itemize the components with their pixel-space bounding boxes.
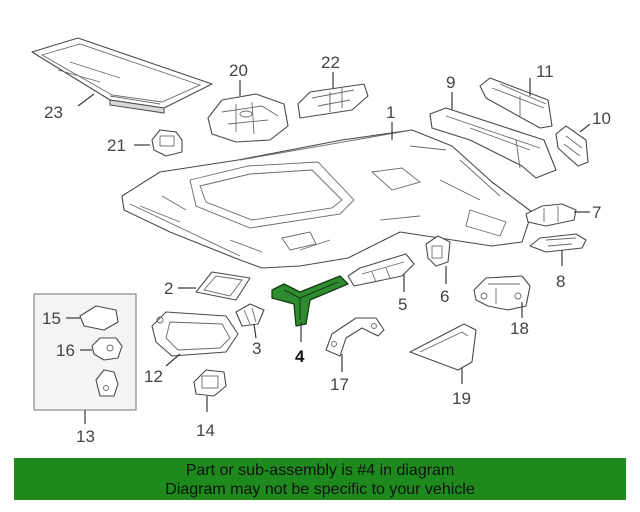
callout-19: 19 <box>452 389 471 408</box>
banner-line-2: Diagram may not be specific to your vehi… <box>165 481 475 498</box>
callout-2: 2 <box>164 279 173 298</box>
callout-8: 8 <box>556 272 565 291</box>
callout-9: 9 <box>446 73 455 92</box>
part-15-cover <box>79 305 119 331</box>
part-1-headliner <box>121 129 533 269</box>
part-12-visor <box>151 311 239 357</box>
leader-10 <box>579 123 591 133</box>
part-8-bracket <box>529 233 587 253</box>
part-18-bracket <box>473 275 531 311</box>
callout-10: 10 <box>592 109 611 128</box>
part-10-bracket <box>555 125 589 167</box>
callout-15: 15 <box>42 309 61 328</box>
callout-5: 5 <box>398 295 407 314</box>
part-7-bracket <box>525 203 577 227</box>
part-14-lamp <box>193 369 227 397</box>
leader-3 <box>253 323 257 339</box>
callout-17: 17 <box>330 375 349 394</box>
callout-4: 4 <box>295 347 305 366</box>
callout-12: 12 <box>144 367 163 386</box>
callout-6: 6 <box>440 287 449 306</box>
part-9-rail <box>429 107 557 179</box>
part-6-bracket <box>425 235 451 267</box>
callout-16: 16 <box>56 341 75 360</box>
callout-1: 1 <box>386 103 395 122</box>
callout-7: 7 <box>592 203 601 222</box>
part-21-clip <box>151 129 183 157</box>
callout-20: 20 <box>229 61 248 80</box>
leader-12 <box>165 353 181 367</box>
callout-23: 23 <box>44 103 63 122</box>
part-2-panel <box>195 271 251 301</box>
leader-23 <box>77 93 95 107</box>
callout-14: 14 <box>196 421 215 440</box>
callout-21: 21 <box>107 136 126 155</box>
info-banner: Part or sub-assembly is #4 in diagram Di… <box>14 458 626 500</box>
callout-18: 18 <box>510 319 529 338</box>
part-11-reinforcement <box>479 77 553 129</box>
part-13-bracket <box>95 369 119 397</box>
part-16-clip <box>91 337 123 361</box>
part-17-handle <box>325 317 385 357</box>
banner-line-1: Part or sub-assembly is #4 in diagram <box>185 462 455 479</box>
part-20-console <box>207 93 289 143</box>
callout-13: 13 <box>76 427 95 446</box>
part-3-clip <box>235 303 265 327</box>
part-22-bracket <box>297 83 369 119</box>
part-4-highlighted <box>271 275 349 327</box>
callout-22: 22 <box>321 53 340 72</box>
part-5-rail <box>347 253 415 287</box>
parts-diagram: 23 20 22 21 1 9 <box>31 37 611 446</box>
part-23-panel <box>31 37 213 114</box>
callout-3: 3 <box>252 339 261 358</box>
part-19-pad <box>409 323 477 371</box>
callout-11: 11 <box>536 62 554 81</box>
